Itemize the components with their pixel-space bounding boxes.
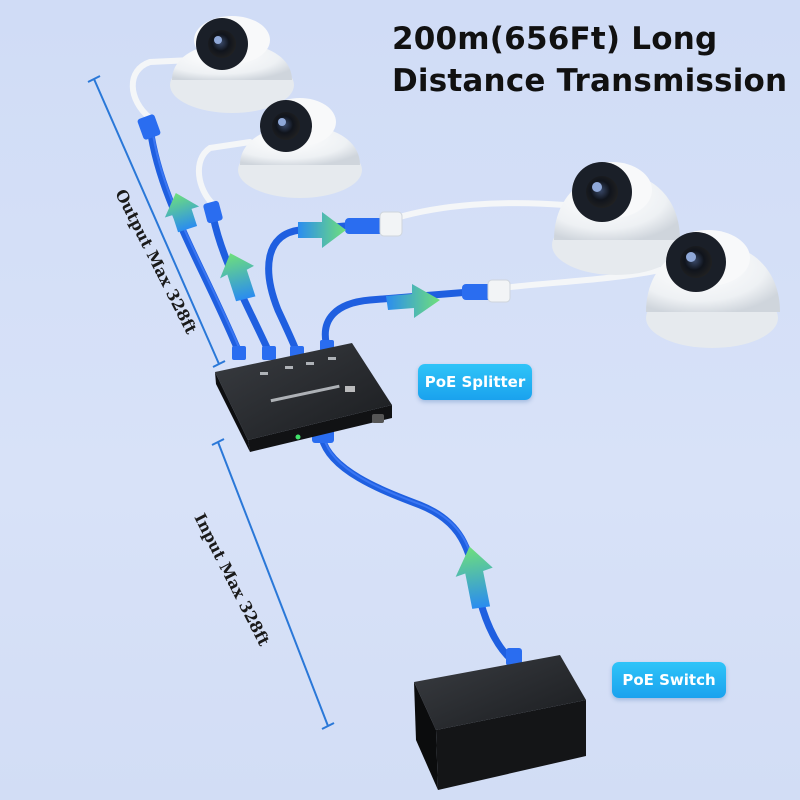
flow-arrow-icon	[220, 253, 256, 302]
flow-arrow-icon	[164, 192, 200, 233]
poe-splitter-callout: PoE Splitter	[418, 364, 532, 400]
poe-switch-device	[414, 655, 586, 790]
input-dimension-line	[211, 438, 335, 730]
headline-line-1: 200m(656Ft) Long	[392, 21, 718, 57]
output-dimension-line	[87, 75, 226, 368]
flow-arrow-icon	[386, 284, 440, 318]
dome-camera-4	[646, 230, 780, 348]
flow-arrow-icon	[455, 546, 493, 609]
poe-splitter-device	[215, 343, 392, 452]
headline-line-2: Distance Transmission	[392, 63, 788, 99]
poe-switch-callout: PoE Switch	[612, 662, 726, 698]
dome-camera-1	[170, 16, 294, 113]
rj45-connectors	[137, 114, 522, 666]
headline: 200m(656Ft) Long Distance Transmission	[392, 18, 792, 102]
dome-camera-2	[238, 98, 362, 198]
dome-camera-3	[552, 162, 680, 275]
flow-arrow-icon	[298, 212, 346, 248]
